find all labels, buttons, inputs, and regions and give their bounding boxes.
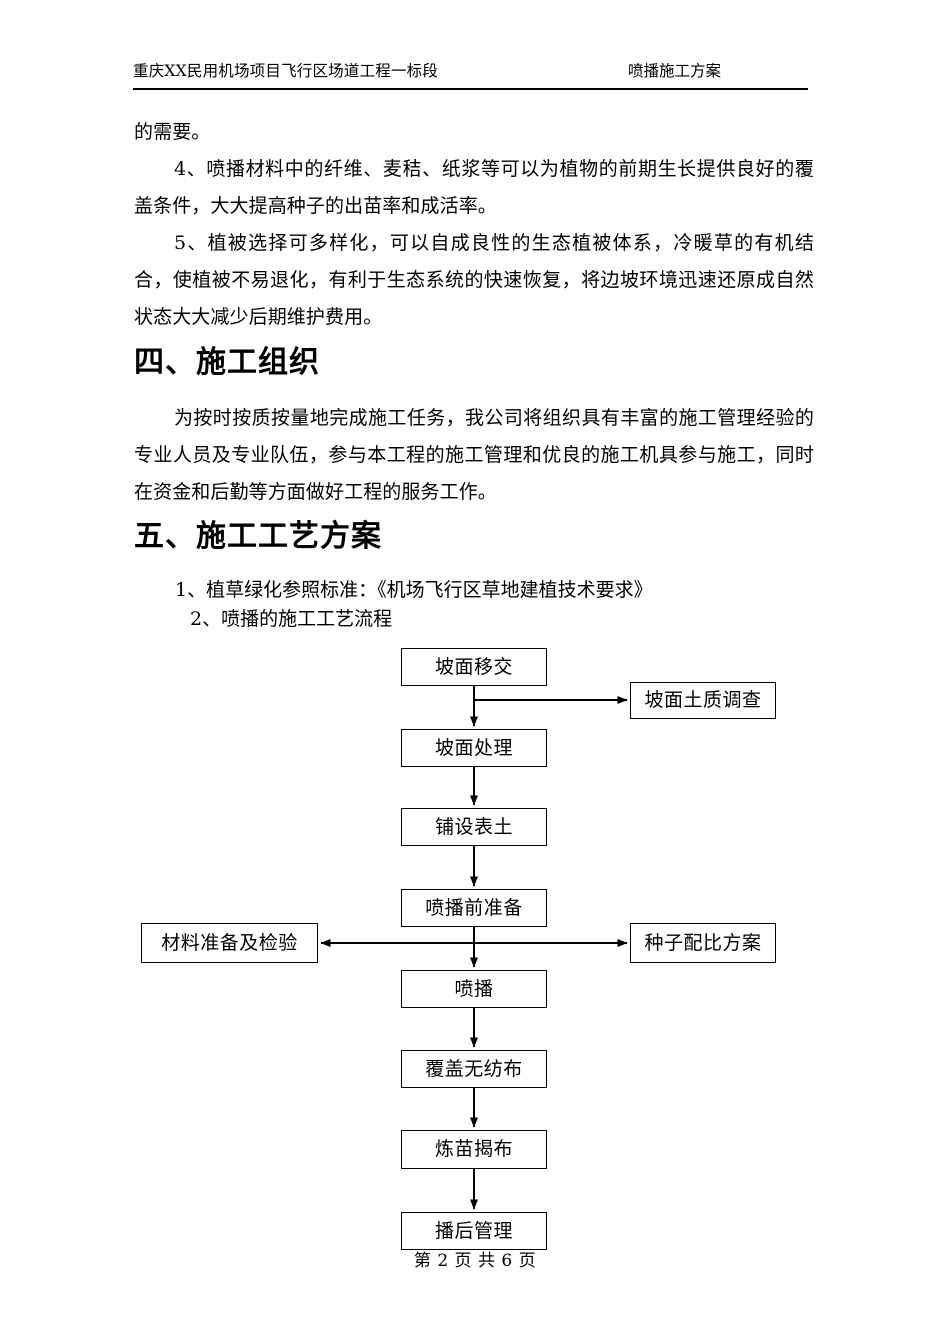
page-header: 重庆XX民用机场项目飞行区场道工程一标段 喷播施工方案 <box>133 60 808 90</box>
list-item-1: 1、植草绿化参照标准：《机场飞行区草地建植技术要求》 <box>175 579 653 601</box>
heading-section-four: 四、施工组织 <box>134 345 320 380</box>
paragraph-continuation: 的需要。 <box>134 121 211 143</box>
flow-node-topsoil-laying: 铺设表土 <box>401 808 547 846</box>
paragraph-section-four-1: 为按时按质按量地完成施工任务，我公司将组织具有丰富的施工管理经验的专业人员及专业… <box>134 407 814 503</box>
flow-node-nonwoven-cover: 覆盖无纺布 <box>401 1050 547 1088</box>
flow-node-spraying: 喷播 <box>401 970 547 1008</box>
header-document-title: 重庆XX民用机场项目飞行区场道工程一标段 <box>133 62 439 80</box>
paragraph-item-4: 4、喷播材料中的纤维、麦秸、纸浆等可以为植物的前期生长提供良好的覆盖条件，大大提… <box>134 158 814 217</box>
list-item-2: 2、喷播的施工工艺流程 <box>190 608 393 630</box>
flow-node-material-prep-inspection: 材料准备及检验 <box>141 923 318 963</box>
flow-node-seed-ratio-plan: 种子配比方案 <box>630 923 776 963</box>
flow-node-slope-handover: 坡面移交 <box>401 648 547 686</box>
header-section-title: 喷播施工方案 <box>628 62 722 80</box>
page-footer: 第 2 页 共 6 页 <box>413 1251 537 1271</box>
flow-node-pre-spray-prep: 喷播前准备 <box>401 889 547 927</box>
flow-node-soil-survey: 坡面土质调查 <box>630 682 776 719</box>
flow-node-slope-treatment: 坡面处理 <box>401 729 547 767</box>
heading-section-five: 五、施工工艺方案 <box>134 519 382 554</box>
body-continuation-block: 的需要。 4、喷播材料中的纤维、麦秸、纸浆等可以为植物的前期生长提供良好的覆盖条… <box>134 114 814 336</box>
flow-node-seedling-hardening: 炼苗揭布 <box>401 1130 547 1169</box>
paragraph-item-5: 5、植被选择可多样化，可以自成良性的生态植被体系，冷暖草的有机结合，使植被不易退… <box>134 232 814 328</box>
section-four-body: 为按时按质按量地完成施工任务，我公司将组织具有丰富的施工管理经验的专业人员及专业… <box>134 400 814 511</box>
flow-node-post-sowing-management: 播后管理 <box>401 1212 547 1250</box>
